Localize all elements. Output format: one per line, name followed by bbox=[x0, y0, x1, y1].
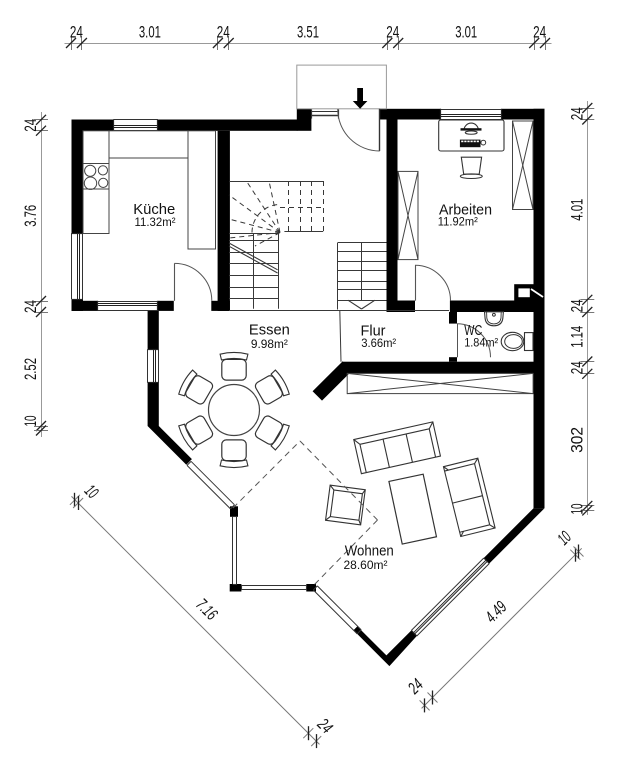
svg-text:302: 302 bbox=[567, 427, 586, 453]
svg-text:11.92m²: 11.92m² bbox=[438, 215, 478, 229]
svg-text:4.01: 4.01 bbox=[567, 199, 586, 221]
svg-text:24: 24 bbox=[386, 23, 399, 42]
svg-text:1.84m²: 1.84m² bbox=[464, 336, 498, 350]
svg-text:24: 24 bbox=[567, 107, 586, 120]
svg-text:10: 10 bbox=[21, 416, 40, 427]
svg-text:3.76: 3.76 bbox=[21, 205, 40, 227]
svg-text:11.32m²: 11.32m² bbox=[135, 215, 176, 229]
svg-text:28.60m²: 28.60m² bbox=[344, 558, 388, 572]
svg-text:24: 24 bbox=[21, 119, 40, 132]
svg-text:Flur: Flur bbox=[361, 322, 386, 339]
svg-text:1.14: 1.14 bbox=[567, 326, 586, 348]
svg-text:3.01: 3.01 bbox=[139, 23, 161, 42]
svg-text:2.52: 2.52 bbox=[21, 358, 40, 380]
svg-text:3.66m²: 3.66m² bbox=[361, 336, 396, 350]
svg-text:24: 24 bbox=[217, 23, 230, 42]
svg-text:24: 24 bbox=[567, 299, 586, 312]
svg-text:3.01: 3.01 bbox=[455, 23, 477, 42]
svg-text:24: 24 bbox=[70, 23, 83, 42]
svg-text:WC: WC bbox=[464, 322, 482, 339]
svg-text:Essen: Essen bbox=[249, 322, 290, 339]
svg-text:Arbeiten: Arbeiten bbox=[439, 201, 492, 218]
svg-text:9.98m²: 9.98m² bbox=[251, 337, 288, 351]
svg-text:Küche: Küche bbox=[133, 201, 175, 218]
svg-text:24: 24 bbox=[567, 361, 586, 374]
svg-text:3.51: 3.51 bbox=[297, 23, 319, 42]
svg-text:24: 24 bbox=[21, 300, 40, 313]
svg-text:Wohnen: Wohnen bbox=[345, 542, 394, 559]
svg-text:10: 10 bbox=[567, 504, 586, 515]
svg-text:24: 24 bbox=[533, 23, 546, 42]
